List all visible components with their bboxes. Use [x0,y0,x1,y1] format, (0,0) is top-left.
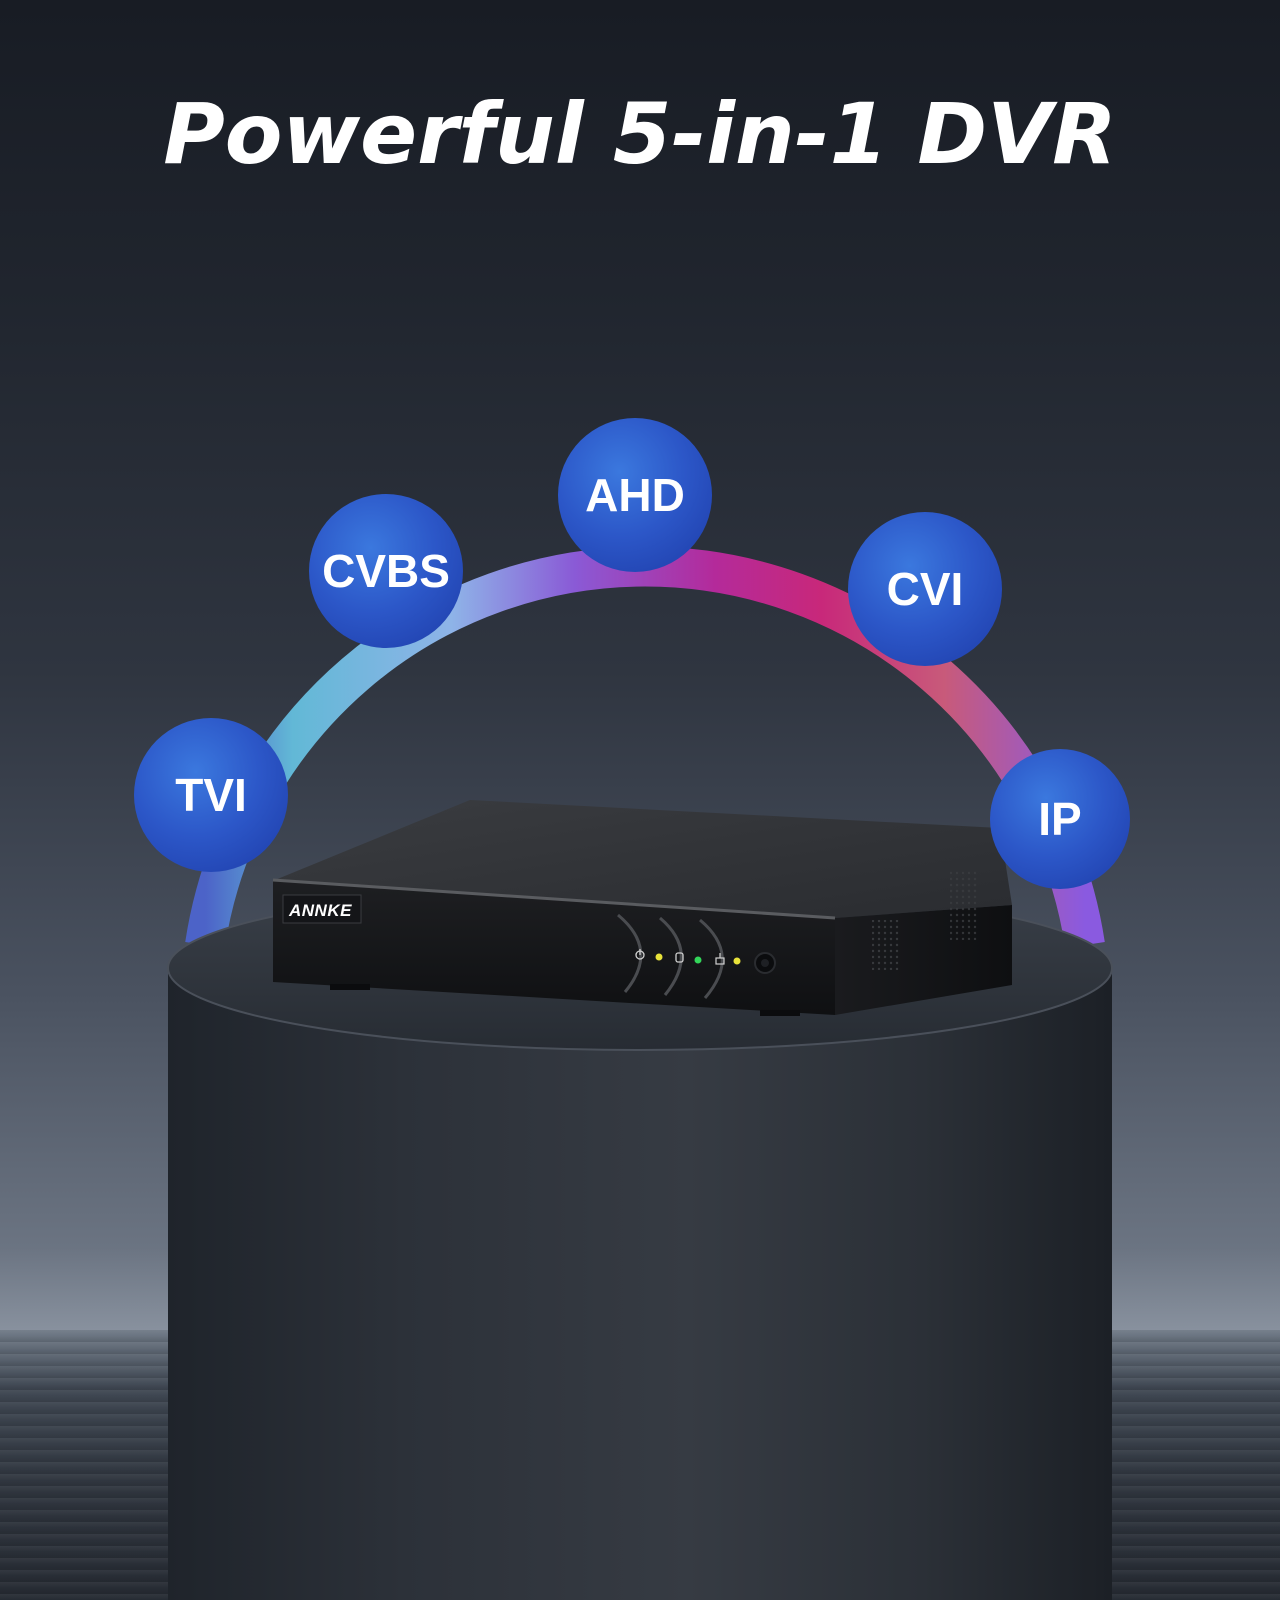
protocol-badge-cvi: CVI [848,512,1002,666]
side-vent [872,920,900,970]
protocol-label-ip: IP [1038,793,1081,845]
protocol-badge-cvbs: CVBS [309,494,463,648]
hdd-led [694,956,702,964]
dvr-device: ANNKE [272,800,1012,1016]
protocol-label-cvi: CVI [887,563,964,615]
power-icon [635,949,645,960]
protocol-label-cvbs: CVBS [322,545,450,597]
brand-label: ANNKE [288,901,352,920]
protocol-badge-tvi: TVI [134,718,288,872]
protocol-label-ahd: AHD [585,469,685,521]
protocol-badge-ip: IP [990,749,1130,889]
protocol-label-tvi: TVI [175,769,247,821]
headline: Powerful 5-in-1 DVR [163,85,1117,183]
power-led [655,953,663,961]
network-led [733,957,741,965]
rear-vent [950,870,978,940]
network-icon [715,953,725,965]
ir-receiver [754,952,776,974]
protocol-badge-ahd: AHD [558,418,712,572]
indicator-panel [617,913,776,999]
brand-logo: ANNKE [282,894,362,924]
hdd-icon [675,952,684,963]
protocol-badges: TVI CVBS AHD CVI IP [134,418,1130,889]
